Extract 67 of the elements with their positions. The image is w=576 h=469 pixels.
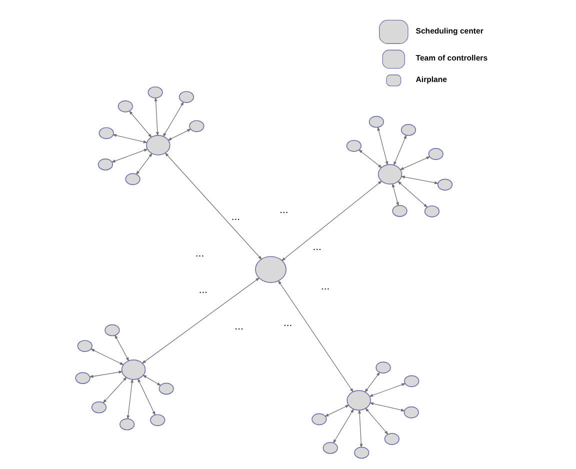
arrow: [114, 334, 130, 362]
arrow: [154, 97, 159, 136]
node-circle: [98, 127, 114, 140]
label: ...: [198, 285, 208, 296]
node-circle: [392, 205, 408, 217]
arrow: [128, 110, 152, 138]
arrow: [394, 134, 407, 166]
node-circle: [118, 100, 133, 112]
arrow: [136, 152, 152, 176]
node-circle: [312, 413, 327, 426]
node-circle: [77, 340, 92, 352]
arrow: [332, 408, 354, 444]
node-circle: [146, 135, 170, 156]
arrow: [358, 149, 382, 168]
arrow: [400, 156, 430, 170]
label: ...: [280, 205, 288, 216]
arrow: [142, 277, 260, 364]
node-circle: [404, 406, 419, 418]
arrow: [278, 280, 354, 393]
label: ...: [231, 212, 240, 224]
node-circle: [148, 86, 163, 98]
arrow: [102, 376, 128, 404]
arrow: [369, 402, 406, 412]
arrow: [281, 180, 382, 262]
label: ...: [234, 322, 244, 333]
arrow: [324, 404, 350, 417]
node-circle: [189, 120, 204, 132]
arrow: [111, 148, 148, 162]
arrow: [358, 409, 363, 448]
node-circle: [150, 414, 166, 426]
arrow: [364, 372, 380, 393]
node-circle: [104, 324, 120, 336]
arrow: [126, 378, 134, 420]
arrow: [392, 182, 399, 206]
node-circle: [428, 148, 444, 160]
arrow: [397, 180, 428, 208]
node-circle: [437, 178, 453, 191]
arrow: [112, 134, 148, 144]
node-circle: [120, 418, 135, 430]
label: ...: [312, 242, 322, 254]
arrow: [90, 348, 124, 366]
node-circle: [346, 140, 362, 152]
label: ...: [283, 318, 292, 329]
arrow: [400, 176, 439, 184]
node-circle: [384, 433, 400, 445]
label: ...: [320, 281, 330, 292]
node-circle: [354, 446, 370, 459]
node-circle: [424, 205, 440, 218]
label: ...: [195, 248, 204, 260]
node-circle: [158, 382, 174, 395]
node-circle: [125, 173, 140, 186]
node-circle: [368, 116, 384, 128]
node-circle: [322, 442, 338, 454]
arrow: [377, 126, 388, 166]
node-circle: [75, 372, 90, 384]
node-circle: [400, 124, 416, 136]
arrow: [89, 370, 123, 378]
node-circle: [98, 158, 114, 170]
arrow: [142, 374, 162, 386]
arrow: [162, 101, 184, 138]
arrow: [365, 408, 388, 435]
node-circle: [404, 375, 420, 388]
node-circle: [91, 401, 107, 414]
node-circle: [376, 362, 391, 374]
arrow: [167, 128, 192, 141]
arrow: [164, 152, 262, 260]
node-circle: [178, 91, 194, 103]
